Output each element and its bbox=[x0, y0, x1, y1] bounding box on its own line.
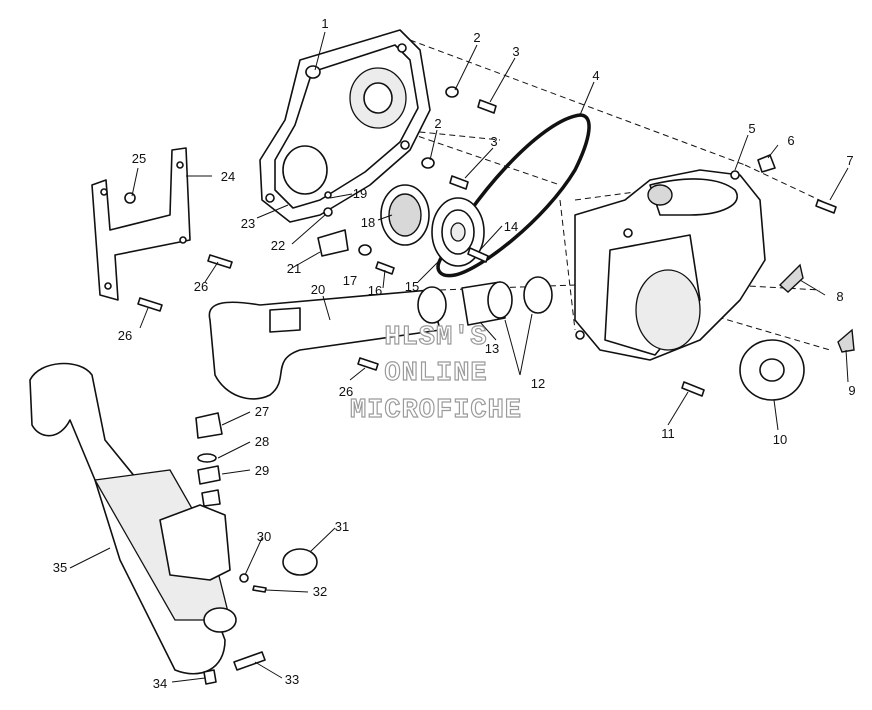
callout-31: 31 bbox=[335, 519, 349, 534]
callout-32: 32 bbox=[313, 584, 327, 599]
mount-bracket bbox=[91, 147, 191, 301]
callout-28: 28 bbox=[255, 434, 269, 449]
callout-26b: 26 bbox=[118, 328, 132, 343]
callout-27: 27 bbox=[255, 404, 269, 419]
callout-24: 24 bbox=[221, 169, 235, 184]
watermark-line-1: HLSM'S bbox=[384, 323, 487, 353]
callout-19: 19 bbox=[353, 186, 367, 201]
callout-12: 12 bbox=[531, 376, 545, 391]
callout-4: 4 bbox=[592, 68, 599, 83]
callout-1: 1 bbox=[321, 16, 328, 31]
callout-14: 14 bbox=[504, 219, 518, 234]
intake-duct bbox=[208, 289, 441, 400]
callout-9: 9 bbox=[848, 383, 855, 398]
callout-13: 13 bbox=[485, 341, 499, 356]
callout-30: 30 bbox=[257, 529, 271, 544]
callout-5: 5 bbox=[748, 121, 755, 136]
callout-26c: 26 bbox=[339, 384, 353, 399]
drive-belt bbox=[436, 113, 591, 278]
callout-22: 22 bbox=[271, 238, 285, 253]
cover-gasket bbox=[739, 339, 805, 401]
muffler-caps bbox=[195, 412, 223, 507]
callout-29: 29 bbox=[255, 463, 269, 478]
watermark-line-3: MICROFICHE bbox=[350, 396, 522, 426]
exhaust-pipe bbox=[29, 362, 237, 675]
cover-hardware bbox=[681, 154, 855, 397]
washer-bolt-set bbox=[305, 65, 497, 190]
callout-17: 17 bbox=[343, 273, 357, 288]
inner-cover-plate bbox=[259, 29, 431, 223]
callout-10: 10 bbox=[773, 432, 787, 447]
callout-34: 34 bbox=[153, 676, 167, 691]
bolt-14 bbox=[467, 247, 489, 263]
exhaust-hardware bbox=[203, 548, 318, 685]
callout-16: 16 bbox=[368, 283, 382, 298]
duct-coupler bbox=[417, 276, 553, 326]
callout-7: 7 bbox=[846, 153, 853, 168]
callout-26a: 26 bbox=[194, 279, 208, 294]
callout-6: 6 bbox=[787, 133, 794, 148]
callout-33: 33 bbox=[285, 672, 299, 687]
leader-lines bbox=[69, 31, 849, 683]
bracket-small bbox=[317, 191, 395, 275]
callout-20: 20 bbox=[311, 282, 325, 297]
callout-2b: 2 bbox=[434, 116, 441, 131]
callout-11: 11 bbox=[661, 426, 675, 441]
callout-15: 15 bbox=[405, 279, 419, 294]
callout-35: 35 bbox=[53, 560, 67, 575]
callout-3b: 3 bbox=[490, 134, 497, 149]
outer-clutch-cover bbox=[574, 169, 766, 361]
bolts-26 bbox=[137, 254, 379, 371]
callout-8: 8 bbox=[836, 289, 843, 304]
callout-18: 18 bbox=[361, 215, 375, 230]
callout-2a: 2 bbox=[473, 30, 480, 45]
callout-21: 21 bbox=[287, 261, 301, 276]
watermark: HLSM'S ONLINE MICROFICHE bbox=[349, 322, 522, 426]
watermark-line-2: ONLINE bbox=[384, 359, 487, 389]
callout-3a: 3 bbox=[512, 44, 519, 59]
callout-labels: 1 2 3 4 2 3 5 6 7 8 9 10 11 12 13 14 15 … bbox=[53, 16, 856, 691]
callout-23: 23 bbox=[241, 216, 255, 231]
callout-25: 25 bbox=[132, 151, 146, 166]
